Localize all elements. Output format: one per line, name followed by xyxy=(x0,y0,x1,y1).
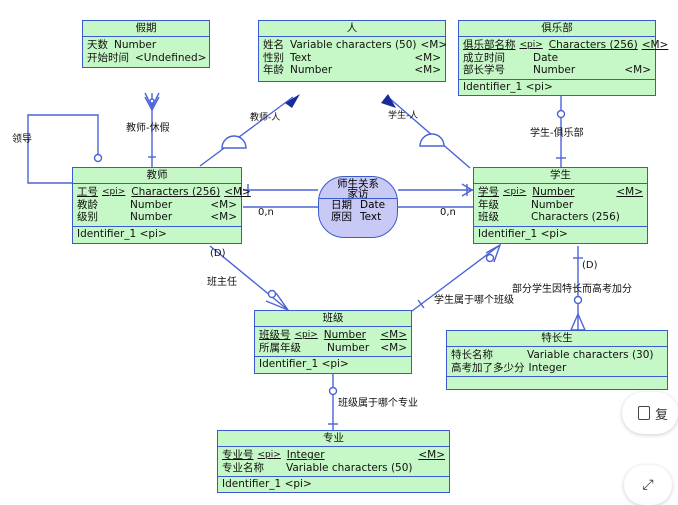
identifier: Identifier_1 <pi> xyxy=(463,80,553,93)
entity-title: 教师 xyxy=(73,168,241,184)
identifier: Identifier_1 <pi> xyxy=(259,358,349,370)
jiaoshi-ren-connector xyxy=(199,96,294,167)
copy-button[interactable]: 复 xyxy=(622,392,678,434)
attribute-row: 班级号<pi>Number<M> xyxy=(259,329,407,341)
identifier: Identifier_1 <pi> xyxy=(478,227,568,240)
label-d-left: (D) xyxy=(210,248,226,259)
label-d-right: (D) xyxy=(582,260,598,271)
entity-title: 假期 xyxy=(83,21,209,37)
identifier: Identifier_1 <pi> xyxy=(77,227,167,240)
entity-title: 班级 xyxy=(255,311,411,327)
entity-title: 俱乐部 xyxy=(459,21,655,37)
label-xuesheng-banji: 学生属于哪个班级 xyxy=(434,295,514,306)
label-jiaoshi-xiujia: 教师-休假 xyxy=(126,123,170,134)
inherit-jiaoshi-ren xyxy=(221,135,247,149)
attribute-row: 学号<pi>Number<M> xyxy=(478,186,643,198)
xuesheng-ren-connector xyxy=(387,96,471,169)
association-title: 师生关系 家访 xyxy=(319,177,397,199)
copy-label: 复 xyxy=(655,407,669,423)
label-banzhuren: 班主任 xyxy=(207,277,237,288)
label-jiaoshi-ren: 教师-人 xyxy=(250,113,281,123)
label-cardinality-right: 0,n xyxy=(440,207,456,218)
label-techang-note: 部分学生因特长而高考加分 xyxy=(512,284,632,295)
banzhuren-connector xyxy=(209,245,289,311)
label-xuesheng-julebu: 学生-俱乐部 xyxy=(530,128,584,139)
label-lingdao: 领导 xyxy=(12,134,32,145)
identifier: Identifier_1 <pi> xyxy=(222,478,312,490)
entity-title: 学生 xyxy=(474,168,647,184)
expand-icon: ⤢ xyxy=(642,477,654,493)
expand-button[interactable]: ⤢ xyxy=(624,465,672,505)
self-loop-connector xyxy=(27,114,99,184)
attribute-row: 俱乐部名称<pi>Characters (256)<M> xyxy=(463,39,669,51)
label-banji-zhuanye: 班级属于哪个专业 xyxy=(338,398,418,409)
copy-icon xyxy=(638,406,650,420)
entity-title: 人 xyxy=(259,21,445,37)
attribute-row: 工号<pi>Characters (256)<M> xyxy=(77,186,251,198)
attribute-row: 开始时间<Undefined> xyxy=(87,51,207,64)
xuesheng-banji-connector xyxy=(411,244,501,312)
entity-title: 特长生 xyxy=(447,331,667,347)
label-cardinality-left: 0,n xyxy=(258,207,274,218)
attribute-row: 专业号<pi>Integer<M> xyxy=(222,449,445,461)
entity-title: 专业 xyxy=(218,431,449,447)
inherit-xuesheng-ren xyxy=(419,133,445,147)
label-xuesheng-ren: 学生-人 xyxy=(388,111,419,121)
connector-layer xyxy=(27,92,587,430)
